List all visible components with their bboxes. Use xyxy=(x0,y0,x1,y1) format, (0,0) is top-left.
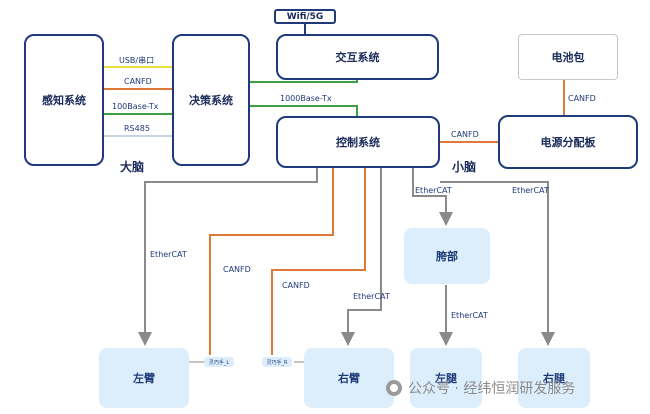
waist-box: 胯部 xyxy=(404,228,490,284)
ethercat-right-arm-line xyxy=(341,168,382,346)
canfd-hand-right-label: CANFD xyxy=(282,281,310,290)
left-arm-box: 左臂 xyxy=(99,348,189,408)
power-distribution-board-box: 电源分配板 xyxy=(498,115,638,169)
ethercat-right-leg-label: EtherCAT xyxy=(512,186,549,195)
ethercat-left-arm-label: EtherCAT xyxy=(150,250,187,259)
rs485-label: RS485 xyxy=(124,124,150,133)
canfd-battery-label: CANFD xyxy=(568,94,596,103)
usb-label: USB/串口 xyxy=(119,56,155,65)
wechat-logo-icon xyxy=(386,380,402,396)
wifi-5g-box: Wifi/5G xyxy=(274,9,336,24)
watermark-text: 公众号 · 经纬恒润研发服务 xyxy=(408,381,576,397)
ethercat-left-leg-label: EtherCAT xyxy=(451,311,488,320)
right-arm-box: 右臂 xyxy=(304,348,394,408)
canfd-hand-left-label: CANFD xyxy=(223,265,251,274)
eth-1000-label: 1000Base-Tx xyxy=(280,94,332,103)
ethercat-right-arm-label: EtherCAT xyxy=(353,292,390,301)
eth-pd-label: 100Base-Tx xyxy=(112,102,159,111)
battery-pack-box: 电池包 xyxy=(518,34,618,80)
canfd-pd-label: CANFD xyxy=(124,77,152,86)
dexterous-hand-right-box: 灵巧手_R xyxy=(262,357,292,367)
canfd-control-power-label: CANFD xyxy=(451,130,479,139)
big-brain-label: 大脑 xyxy=(120,160,145,174)
watermark: 公众号 · 经纬恒润研发服务 xyxy=(386,378,575,398)
ethercat-waist-label: EtherCAT xyxy=(415,186,452,195)
small-brain-label: 小脑 xyxy=(452,160,477,174)
perception-system-box: 感知系统 xyxy=(24,34,104,166)
canfd-hand-left-line xyxy=(209,168,334,355)
canfd-hand-right-line xyxy=(271,168,366,355)
control-system-box: 控制系统 xyxy=(276,116,440,168)
dexterous-hand-left-box: 灵巧手_L xyxy=(204,357,234,367)
interaction-system-box: 交互系统 xyxy=(276,34,439,80)
left-leg-box: 左腿 xyxy=(410,348,482,408)
ethercat-waist-line xyxy=(412,168,453,226)
eth-decision-interaction-line xyxy=(250,79,358,83)
eth-decision-control-line xyxy=(250,105,358,117)
ethercat-left-arm-line xyxy=(138,168,318,346)
decision-system-box: 决策系统 xyxy=(172,34,250,166)
right-leg-box: 右腿 xyxy=(518,348,590,408)
ethercat-right-leg-line xyxy=(440,181,555,346)
